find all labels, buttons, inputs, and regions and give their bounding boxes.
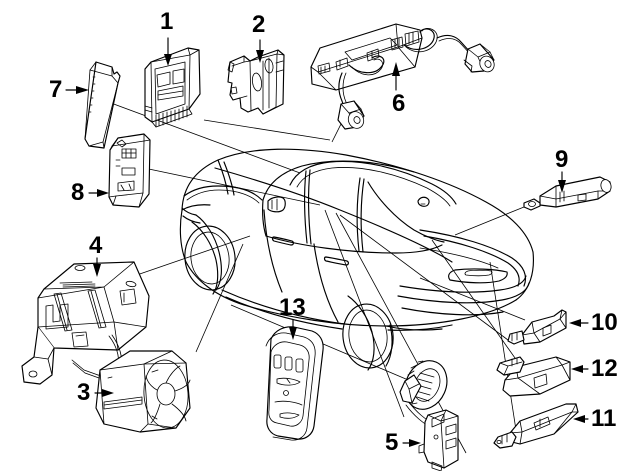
part-9-antenna xyxy=(523,176,612,211)
part-5-switch-assembly xyxy=(399,360,459,471)
callout-label-7: 7 xyxy=(49,76,63,103)
part-1-control-module xyxy=(144,47,201,128)
part-3-siren xyxy=(95,350,191,433)
callout-label-8: 8 xyxy=(71,179,85,206)
part-8-pillar-bracket xyxy=(108,133,151,208)
callout-label-5: 5 xyxy=(385,429,399,456)
part-13-key-fob xyxy=(265,326,324,441)
part-2-control-module xyxy=(227,49,285,115)
callout-label-11: 11 xyxy=(591,405,617,432)
vehicle-illustration xyxy=(179,148,534,371)
part-10-antenna xyxy=(507,309,567,345)
part-7-pillar-antenna xyxy=(84,61,121,149)
part-11-antenna xyxy=(493,403,579,449)
callout-arrows xyxy=(65,37,589,447)
callout-label-3: 3 xyxy=(77,379,91,406)
callout-label-13: 13 xyxy=(279,294,306,321)
callout-label-6: 6 xyxy=(392,90,406,117)
callout-label-4: 4 xyxy=(89,232,103,259)
part-6-receiver-harness xyxy=(310,23,495,130)
callout-label-2: 2 xyxy=(252,11,266,38)
callout-label-9: 9 xyxy=(555,146,569,173)
callout-label-10: 10 xyxy=(591,309,618,336)
part-12-antenna xyxy=(496,356,571,397)
callout-label-1: 1 xyxy=(160,8,174,35)
callout-label-12: 12 xyxy=(591,355,618,382)
part-4-siren-bracket xyxy=(21,261,150,385)
leader-lines xyxy=(110,102,526,454)
